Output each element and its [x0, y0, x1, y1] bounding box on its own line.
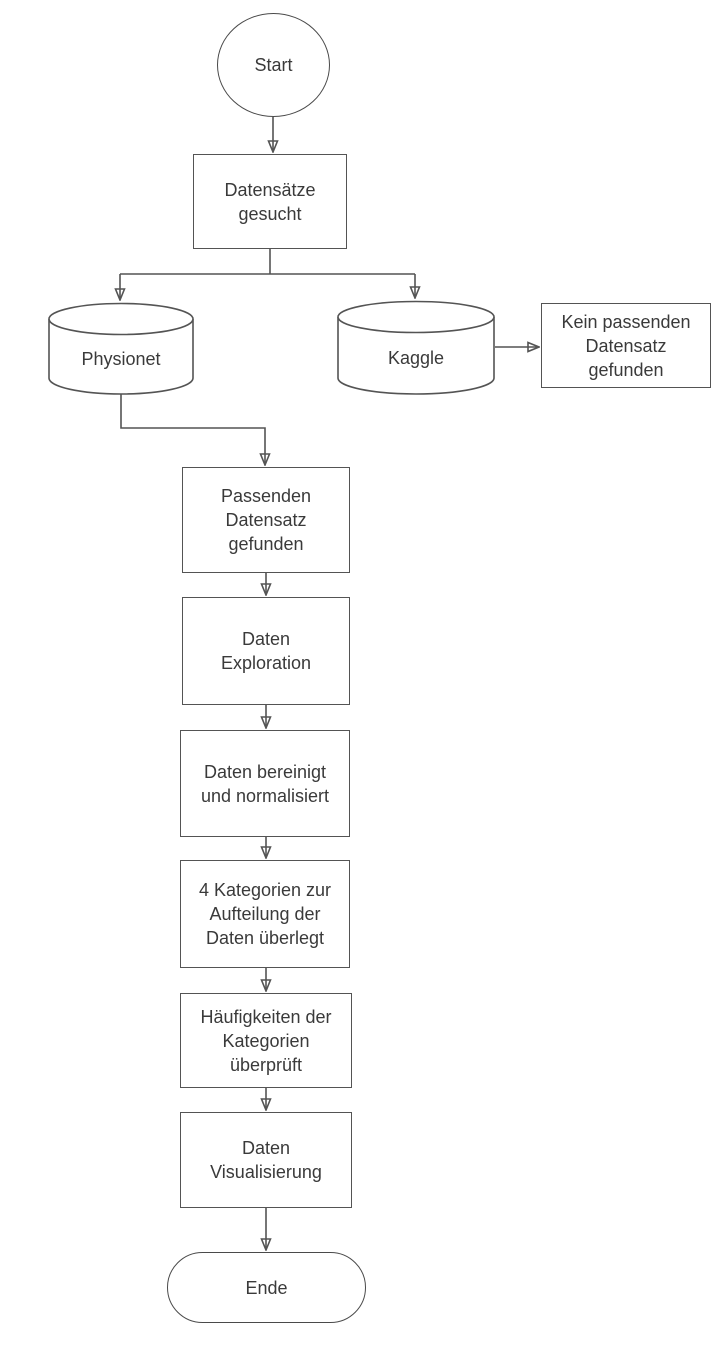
process-category-frequencies: Häufigkeiten der Kategorien überprüft — [180, 993, 352, 1088]
end-label: Ende — [245, 1277, 288, 1298]
database-physionet: Physionet — [48, 302, 194, 395]
database-kaggle-label: Kaggle — [387, 347, 445, 368]
process-dataset-found-label: Passenden Datensatz gefunden — [220, 486, 312, 554]
process-data-cleaning-label: Daten bereinigt und normalisiert — [200, 761, 330, 806]
process-data-exploration: Daten Exploration — [182, 597, 350, 705]
process-data-visualization: Daten Visualisierung — [180, 1112, 352, 1208]
database-kaggle: Kaggle — [337, 300, 495, 395]
process-four-categories: 4 Kategorien zur Aufteilung der Daten üb… — [180, 860, 350, 968]
process-search-datasets-label: Datensätze gesucht — [224, 179, 316, 224]
process-no-dataset-found-label: Kein passenden Datensatz gefunden — [561, 311, 691, 380]
process-data-cleaning: Daten bereinigt und normalisiert — [180, 730, 350, 837]
process-data-exploration-label: Daten Exploration — [220, 629, 312, 673]
end-node: Ende — [167, 1252, 366, 1323]
edge-physionet-to-dataset-found — [120, 394, 265, 464]
process-data-visualization-label: Daten Visualisierung — [210, 1138, 322, 1182]
edge-search-branch — [120, 249, 415, 275]
cylinder-shape-icon — [48, 302, 194, 395]
process-category-frequencies-label: Häufigkeiten der Kategorien überprüft — [200, 1006, 332, 1075]
database-physionet-label: Physionet — [81, 348, 161, 369]
process-dataset-found: Passenden Datensatz gefunden — [182, 467, 350, 573]
cylinder-shape-icon — [337, 300, 495, 395]
process-no-dataset-found: Kein passenden Datensatz gefunden — [541, 303, 711, 388]
process-four-categories-label: 4 Kategorien zur Aufteilung der Daten üb… — [198, 880, 332, 948]
process-search-datasets: Datensätze gesucht — [193, 154, 347, 249]
start-node: Start — [217, 13, 330, 117]
start-label: Start — [254, 55, 293, 75]
